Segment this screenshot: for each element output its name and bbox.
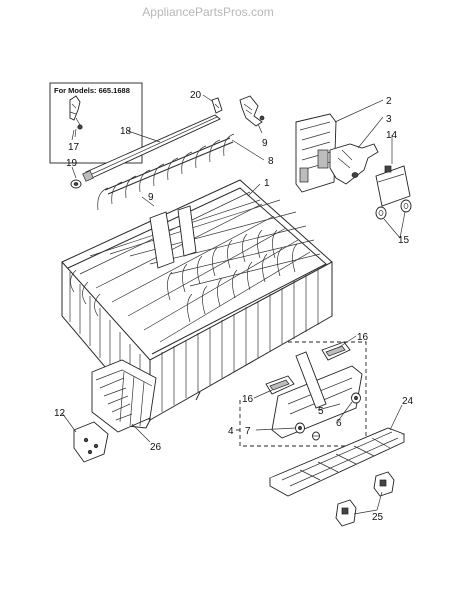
part-24-rack-tray	[268, 427, 406, 497]
part-3-adjuster-arm	[329, 143, 379, 185]
models-label: For Models: 665.1688	[54, 86, 130, 95]
callout-4: 4	[228, 426, 234, 437]
part-1-upper-rack	[61, 133, 333, 429]
part-8-tine-row	[104, 137, 234, 195]
callout-numbers: 17 18 20 9 2 3 14 8 1 9 19 15 16 16 5 6 …	[54, 90, 414, 523]
callout-12: 12	[54, 408, 66, 419]
callout-24: 24	[402, 396, 414, 407]
callout-15: 15	[398, 235, 410, 246]
part-12-bracket	[73, 421, 109, 463]
callout-26: 26	[150, 442, 162, 453]
part-14-cover	[375, 165, 411, 207]
callout-18: 18	[120, 126, 132, 137]
callout-16-upper: 16	[357, 332, 369, 343]
callout-20: 20	[190, 90, 202, 101]
callout-5: 5	[318, 406, 324, 417]
callout-17: 17	[68, 142, 80, 153]
callout-25: 25	[372, 512, 384, 523]
part-26-utensil-basket	[91, 359, 157, 433]
part-9-upper-clip	[239, 95, 265, 127]
callout-6: 6	[336, 418, 342, 429]
callout-7: 7	[245, 426, 251, 437]
callout-9-lower: 9	[148, 192, 154, 203]
part-7-screw	[312, 431, 320, 441]
callout-3: 3	[386, 114, 392, 125]
inset-clip-pin	[77, 124, 83, 130]
callout-8: 8	[268, 156, 274, 167]
part-2-adjuster-housing	[295, 113, 337, 193]
callout-14: 14	[386, 130, 398, 141]
callout-16-lower: 16	[242, 394, 254, 405]
callout-1: 1	[264, 178, 270, 189]
part-6-wheel	[351, 392, 361, 404]
part-16-pad-upper	[321, 341, 351, 361]
part-19-rail-end	[70, 179, 82, 189]
part-20-clip	[211, 97, 223, 114]
part-18-rack-rail	[82, 114, 221, 182]
model-inset-box: For Models: 665.1688	[49, 82, 143, 164]
part-5-track-rail	[271, 351, 363, 439]
part-7-wheel	[295, 422, 305, 434]
inset-clip-part	[69, 95, 81, 121]
part-25-clips	[335, 471, 395, 527]
watermark-text: AppliancePartsPros.com	[142, 5, 273, 19]
callout-19: 19	[66, 158, 78, 169]
callout-2: 2	[386, 96, 392, 107]
leader-lines	[61, 94, 406, 515]
callout-9-upper: 9	[262, 138, 268, 149]
part-15-wheels	[375, 199, 412, 220]
